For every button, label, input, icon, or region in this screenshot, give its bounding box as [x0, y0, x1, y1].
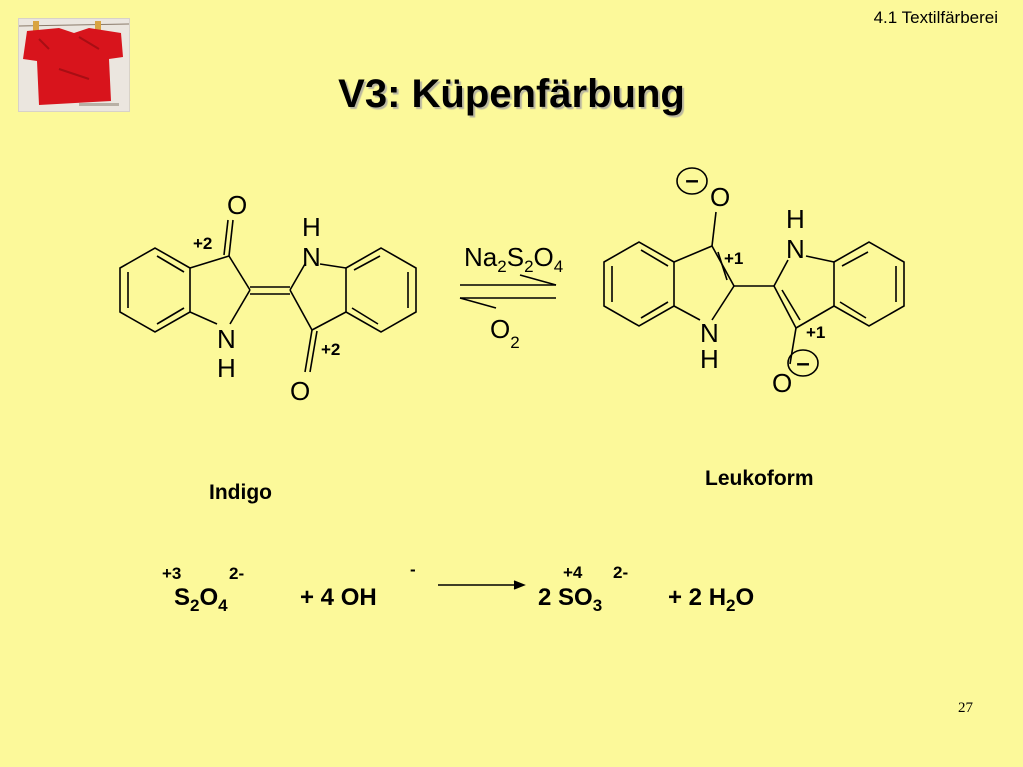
leuko-right-pyrrole-ring [773, 255, 835, 365]
red-shirt-picture [18, 19, 130, 111]
equilibrium-arrows [459, 274, 557, 309]
indigo-atom-o-top: O [227, 190, 247, 220]
eq-hydroxide: + 4 OH [300, 584, 377, 611]
leuko-ox-state-bottom: +1 [806, 323, 825, 342]
eq-right-charge: 2- [613, 563, 628, 582]
leuko-bottom-charge-circle [787, 349, 819, 377]
eq-water: + 2 H2O [668, 584, 754, 615]
eq-left-ox-state: +3 [162, 564, 181, 583]
eq-hydroxide-charge: - [410, 560, 416, 579]
leuko-top-charge-circle [676, 167, 708, 195]
indigo-atom-n-right: N [302, 242, 321, 272]
eq-reaction-arrow [438, 580, 526, 590]
indigo-ox-state-bottom: +2 [321, 340, 340, 359]
leuko-atom-h-left: H [700, 344, 719, 374]
slide-title: V3: Küpenfärbung [338, 72, 685, 116]
eq-left-charge: 2- [229, 564, 244, 583]
indigo-ox-state-top: +2 [193, 234, 212, 253]
reagent-bottom: O2 [490, 314, 520, 352]
indigo-label: Indigo [209, 481, 272, 504]
leuko-right-benzene-ring [833, 241, 905, 327]
eq-right-ox-state: +4 [563, 563, 583, 582]
leuko-bottom-charge: – [796, 350, 809, 377]
indigo-atom-h-right: H [302, 212, 321, 242]
indigo-right-pyrrole-ring [289, 263, 347, 373]
leuko-atom-n-right: N [786, 234, 805, 264]
indigo-left-pyrrole-ring [189, 219, 251, 325]
indigo-atom-o-bottom: O [290, 376, 310, 406]
indigo-atom-n-left: N [217, 324, 236, 354]
page-number: 27 [958, 700, 973, 716]
section-label: 4.1 Textilfärberei [873, 8, 998, 27]
eq-sulfite: 2 SO3 [538, 584, 602, 615]
leuko-top-charge: – [685, 167, 698, 194]
leuko-atom-o-bottom: O [772, 368, 792, 398]
leuko-left-benzene-ring [603, 241, 675, 327]
indigo-left-benzene-ring [119, 247, 191, 333]
indigo-atom-h-left: H [217, 353, 236, 383]
leuko-atom-n-left: N [700, 318, 719, 348]
reagent-top: Na2S2O4 [464, 242, 563, 276]
leuko-left-pyrrole-ring [673, 211, 735, 321]
eq-dithionite: S2O4 [174, 584, 228, 615]
leuko-atom-o-top: O [710, 182, 730, 212]
leukoform-label: Leukoform [705, 467, 814, 490]
thumbnail-image [18, 18, 130, 112]
indigo-right-benzene-ring [345, 247, 417, 333]
leuko-ox-state-top: +1 [724, 249, 743, 268]
leuko-atom-h-right: H [786, 204, 805, 234]
